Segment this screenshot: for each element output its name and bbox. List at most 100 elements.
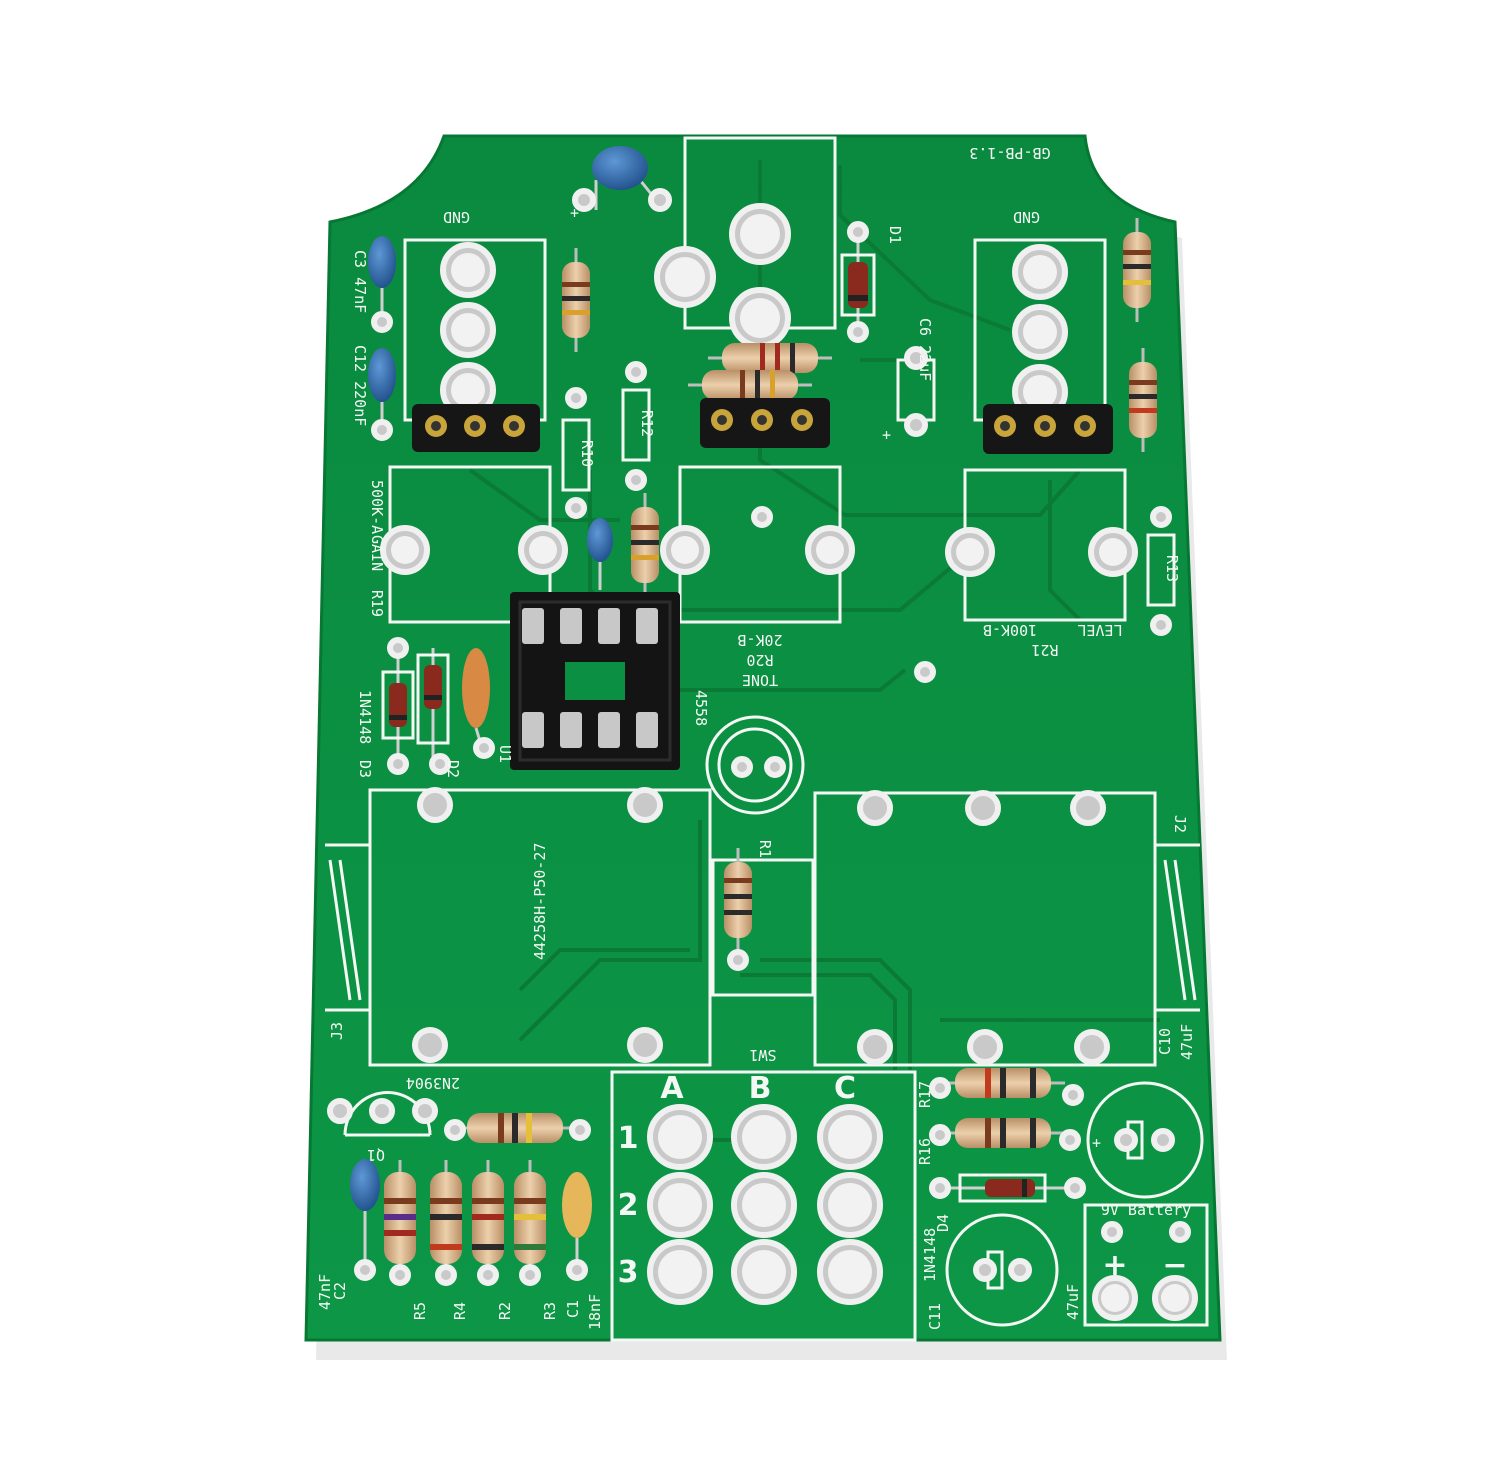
r10-label: R10 bbox=[578, 440, 596, 467]
battery-minus: − bbox=[1162, 1248, 1187, 1283]
c10-capacitor-footprint: + bbox=[1086, 1081, 1204, 1199]
gain-value: 500K-A bbox=[368, 480, 386, 534]
empty-resistor-footprint-r13: R13 bbox=[1146, 506, 1181, 636]
tone-value: 20K-B bbox=[737, 631, 782, 649]
u1-part-label: 4558 bbox=[692, 690, 710, 726]
r17-label: R17 bbox=[916, 1081, 934, 1108]
d4-diode bbox=[929, 1173, 1086, 1203]
resistor-r9-bands bbox=[1123, 250, 1151, 285]
sw-col-c: C bbox=[834, 1071, 856, 1106]
c12-label: C12 220nF bbox=[351, 345, 369, 426]
d2-label: D2 bbox=[444, 760, 462, 778]
resistor-horizontal-bottom-left bbox=[444, 1111, 591, 1145]
gain-label: GAIN bbox=[368, 535, 386, 571]
j2-label: J2 bbox=[1171, 815, 1189, 833]
c12-capacitor bbox=[368, 348, 396, 441]
gnd-label-left: GND bbox=[443, 208, 470, 226]
c11-label: C11 bbox=[926, 1303, 944, 1330]
empty-resistor-footprint-r10: R10 bbox=[561, 387, 596, 519]
c6-plus: + bbox=[882, 426, 891, 444]
empty-resistor-footprint-r12: R12 bbox=[621, 361, 656, 491]
level-pot-pads bbox=[945, 527, 1138, 577]
u1-label: U1 bbox=[496, 745, 514, 763]
battery-label: 9V Battery bbox=[1101, 1201, 1191, 1219]
r1-footprint bbox=[711, 858, 815, 997]
r1-label: R1 bbox=[756, 840, 774, 858]
d1-diode: D1 bbox=[840, 221, 904, 343]
j3-jack-side bbox=[325, 843, 370, 1012]
c2-value: 47nF bbox=[316, 1274, 334, 1310]
r13-label: R13 bbox=[1163, 555, 1181, 582]
d3-part-label: 1N4148 bbox=[356, 690, 374, 744]
tone-pot-pads bbox=[660, 506, 855, 575]
c1-value: 18nF bbox=[586, 1294, 604, 1330]
q1-label: Q1 bbox=[367, 1146, 385, 1164]
j2-jack-pads bbox=[857, 790, 1110, 1065]
c10-label: C10 bbox=[1156, 1028, 1174, 1055]
d4-label: D4 bbox=[934, 1214, 952, 1232]
sw-row-1: 1 bbox=[618, 1121, 639, 1156]
c1-capacitor bbox=[562, 1172, 592, 1281]
d2-diode bbox=[416, 648, 451, 775]
r16-label: R16 bbox=[916, 1138, 934, 1165]
ic-input-capacitor bbox=[587, 518, 613, 590]
c6-capacitor: C6 22uF + bbox=[882, 318, 936, 444]
via-center bbox=[914, 661, 936, 683]
sw-row-3: 3 bbox=[618, 1255, 639, 1290]
c11-value: 47uF bbox=[1064, 1284, 1082, 1320]
r4-label: R4 bbox=[451, 1302, 469, 1320]
battery-connector bbox=[1083, 1203, 1209, 1327]
resistor-r17 bbox=[929, 1066, 1084, 1106]
c10-plus: + bbox=[1092, 1134, 1101, 1152]
right-top-pot-pads bbox=[1012, 244, 1068, 420]
gain-pot-pads bbox=[380, 525, 568, 575]
c1-label: C1 bbox=[564, 1300, 582, 1318]
r19-label: R19 bbox=[368, 590, 386, 617]
resistor-r18-bands bbox=[1129, 380, 1157, 413]
resistor-top-left-bands bbox=[562, 282, 590, 315]
resistor-r1-bands bbox=[724, 878, 752, 915]
c3-label: C3 47nF bbox=[351, 250, 369, 313]
jack-part-label: 44258H-P50-27 bbox=[531, 843, 549, 960]
q1-part-label: 2N3904 bbox=[406, 1074, 460, 1092]
level-value: 100K-B bbox=[983, 621, 1037, 639]
resistor-r2 bbox=[472, 1160, 504, 1286]
header-left bbox=[412, 404, 540, 452]
j2-jack-side bbox=[1155, 843, 1200, 1012]
sw-row-2: 2 bbox=[618, 1188, 639, 1223]
r5-label: R5 bbox=[411, 1302, 429, 1320]
sw1-pads bbox=[647, 1104, 883, 1305]
sw-col-b: B bbox=[749, 1071, 772, 1106]
d3-label: D3 bbox=[356, 760, 374, 778]
orange-film-capacitor bbox=[462, 648, 495, 759]
resistor-r5 bbox=[384, 1160, 416, 1286]
d4-part-label: 1N4148 bbox=[921, 1228, 939, 1282]
d3-diode bbox=[381, 637, 415, 775]
battery-plus: + bbox=[1102, 1248, 1127, 1283]
c3-capacitor bbox=[368, 236, 396, 333]
r12-label: R12 bbox=[638, 410, 656, 437]
left-top-pot-pads bbox=[440, 242, 496, 418]
resistor-r16 bbox=[929, 1116, 1081, 1151]
resistor-r4 bbox=[430, 1160, 462, 1286]
sw1-label: SW1 bbox=[749, 1046, 776, 1064]
sw-col-a: A bbox=[660, 1071, 684, 1106]
level-ref-label: R21 bbox=[1031, 641, 1058, 659]
u1-ic-socket bbox=[510, 592, 680, 770]
header-center bbox=[700, 398, 830, 448]
header-right bbox=[983, 404, 1113, 454]
j3-label: J3 bbox=[328, 1022, 346, 1040]
c11-capacitor-footprint bbox=[945, 1213, 1059, 1327]
c2-capacitor bbox=[350, 1159, 380, 1281]
c10-value: 47uF bbox=[1178, 1024, 1196, 1060]
q1-transistor-footprint bbox=[327, 1091, 438, 1137]
tone-label: TONE bbox=[742, 671, 778, 689]
r2-label: R2 bbox=[496, 1302, 514, 1320]
r3-label: R3 bbox=[541, 1302, 559, 1320]
j3-jack-footprint bbox=[368, 788, 712, 1067]
level-label: LEVEL bbox=[1077, 621, 1122, 639]
top-ceramic-capacitor: + bbox=[570, 146, 672, 222]
j3-jack-pads bbox=[412, 787, 663, 1063]
